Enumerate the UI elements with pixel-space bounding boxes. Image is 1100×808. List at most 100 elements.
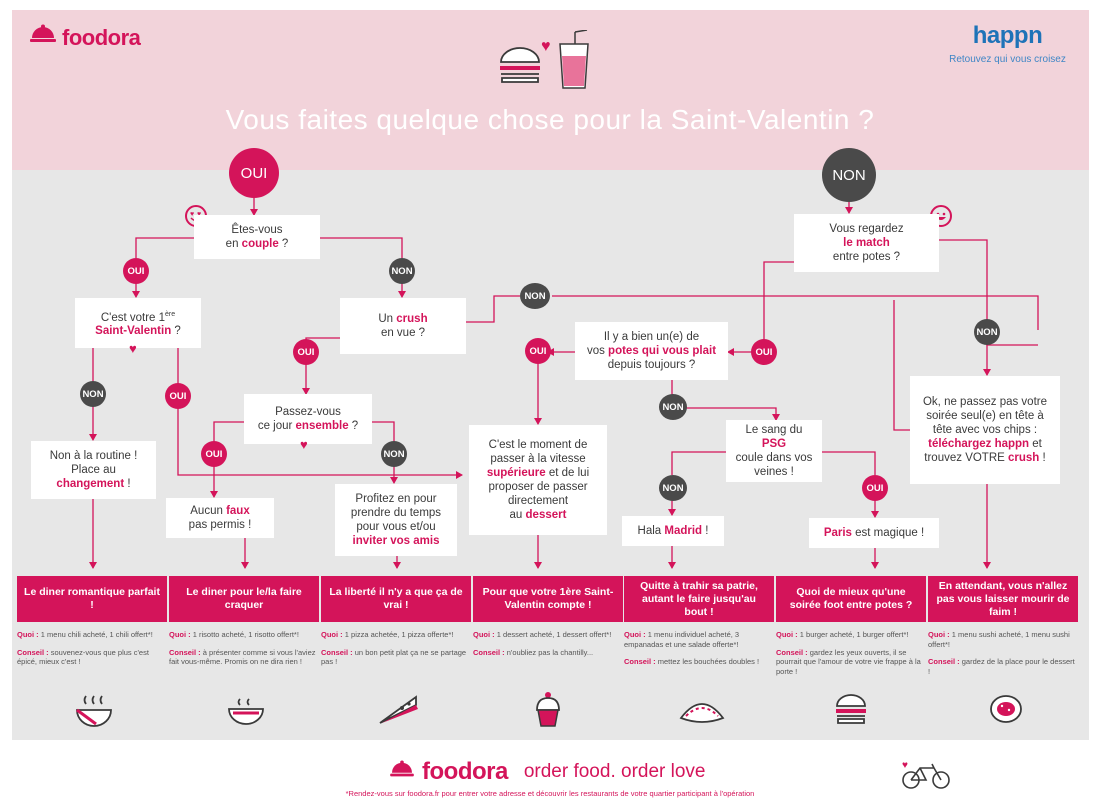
text: ? — [348, 420, 359, 432]
text: C'est le moment de passer à la vitesse — [488, 439, 588, 465]
text: téléchargez happn — [928, 438, 1030, 450]
text: Non à la routine ! Place au — [49, 450, 138, 476]
answer-card: Le diner romantique parfait ! — [17, 576, 167, 622]
heart-icon: ♥ — [541, 38, 551, 55]
quoi-label: Quoi : — [624, 630, 646, 639]
outcome-paris: Paris est magique ! — [809, 518, 939, 548]
drink-icon — [557, 29, 591, 95]
quoi-line: Quoi : 1 risotto acheté, 1 risotto offer… — [169, 630, 319, 640]
conseil-text: mettez les bouchées doubles ! — [657, 657, 760, 666]
oui-badge: OUI — [525, 338, 551, 364]
text: Passez-vous — [275, 406, 341, 418]
text: coule dans vos veines ! — [735, 452, 813, 478]
conseil-text: gardez de la place pour le dessert ! — [928, 657, 1075, 676]
conseil-text: gardez les yeux ouverts, il se pourrait … — [776, 647, 921, 676]
quoi-label: Quoi : — [321, 630, 343, 639]
quoi-line: Quoi : 1 burger acheté, 1 burger offert*… — [776, 630, 926, 640]
empanada-icon — [678, 696, 726, 731]
bowl-icon — [227, 697, 265, 732]
cupcake-icon — [534, 690, 562, 733]
answer-detail: Quoi : 1 risotto acheté, 1 risotto offer… — [169, 630, 319, 675]
root-oui-badge: OUI — [229, 148, 279, 198]
text: ? — [278, 238, 289, 250]
answer-card: Quoi de mieux qu'une soirée foot entre p… — [776, 576, 926, 622]
text: Aucun — [190, 505, 227, 517]
sushi-icon — [988, 693, 1024, 730]
text: et trouvez VOTRE — [924, 438, 1042, 464]
text: ! — [1039, 452, 1046, 464]
quoi-line: Quoi : 1 menu individuel acheté, 3 empan… — [624, 630, 774, 649]
conseil-label: Conseil : — [624, 657, 656, 666]
oui-badge: OUI — [751, 339, 777, 365]
text: Saint-Valentin — [95, 325, 172, 338]
conseil-text: à présenter comme si vous l'aviez fait v… — [169, 647, 316, 667]
answer-detail: Quoi : 1 pizza achetée, 1 pizza offerte*… — [321, 630, 471, 675]
text: au — [509, 509, 526, 521]
answer-card: Quitte à trahir sa patrie, autant le fai… — [624, 576, 774, 622]
oui-badge: OUI — [293, 339, 319, 365]
text: en vue ? — [380, 327, 426, 339]
conseil-text: n'oubliez pas la chantilly... — [506, 647, 594, 657]
quoi-text: 1 pizza achetée, 1 pizza offerte*! — [344, 630, 454, 639]
outcome-faux-pas: Aucun faux pas permis ! — [166, 498, 274, 538]
text: vos — [586, 345, 609, 357]
text: changement — [56, 478, 125, 490]
answer-card: Pour que votre 1ère Saint-Valentin compt… — [473, 576, 623, 622]
text: Paris — [823, 527, 852, 539]
answer-detail: Quoi : 1 menu individuel acheté, 3 empan… — [624, 630, 774, 675]
text: PSG — [761, 438, 787, 450]
root-non-badge: NON — [822, 148, 876, 202]
quoi-text: 1 menu sushi acheté, 1 menu sushi offert… — [928, 630, 1070, 649]
header-band — [12, 10, 1089, 170]
conseil-label: Conseil : — [321, 647, 353, 657]
answer-card: La liberté il n'y a que ça de vrai ! — [321, 576, 471, 622]
text: Êtes-vous — [231, 224, 283, 236]
heart-icon: ♥ — [300, 437, 308, 452]
question-together: Passez-vous ce jour ensemble ? — [244, 394, 372, 444]
text: couple — [241, 238, 279, 250]
foodora-cloche-icon — [390, 759, 414, 785]
conseil-line: Conseil : gardez de la place pour le des… — [928, 657, 1078, 676]
quoi-label: Quoi : — [17, 630, 39, 639]
text: inviter vos amis — [352, 535, 440, 547]
quoi-text: 1 menu chili acheté, 1 chili offert*! — [40, 630, 153, 639]
answer-title: Quoi de mieux qu'une soirée foot entre p… — [789, 586, 913, 611]
pizza-slice-icon — [376, 693, 420, 732]
quoi-line: Quoi : 1 menu sushi acheté, 1 menu sushi… — [928, 630, 1078, 649]
text: Il y a bien un(e) de — [603, 331, 700, 343]
text: Hala — [637, 525, 665, 537]
non-badge: NON — [974, 319, 1000, 345]
oui-badge: OUI — [201, 441, 227, 467]
outcome-profitez: Profitez en pour prendre du temps pour v… — [335, 484, 457, 556]
outcome-madrid: Hala Madrid ! — [622, 516, 724, 546]
non-badge: NON — [381, 441, 407, 467]
burger-icon — [834, 692, 868, 731]
answer-title: En attendant, vous n'allez pas vous lais… — [936, 579, 1070, 618]
conseil-line: Conseil : un bon petit plat ça ne se par… — [321, 648, 471, 667]
text: potes qui vous plait — [608, 345, 717, 357]
foodora-cloche-icon — [30, 24, 56, 51]
answer-title: Le diner romantique parfait ! — [24, 586, 160, 611]
answer-detail: Quoi : 1 burger acheté, 1 burger offert*… — [776, 630, 926, 684]
heart-icon: ♥ — [129, 341, 137, 356]
oui-badge: OUI — [862, 475, 888, 501]
text: dessert — [525, 509, 567, 521]
conseil-text: un bon petit plat ça ne se partage pas ! — [321, 647, 467, 667]
conseil-label: Conseil : — [473, 647, 505, 657]
answer-title: Quitte à trahir sa patrie, autant le fai… — [640, 579, 758, 618]
question-friend: Il y a bien un(e) de vos potes qui vous … — [575, 322, 728, 380]
text: depuis toujours ? — [607, 359, 696, 371]
footnote: *Rendez-vous sur foodora.fr pour entrer … — [345, 789, 755, 798]
quoi-line: Quoi : 1 dessert acheté, 1 dessert offer… — [473, 630, 623, 640]
question-psg: Le sang du PSG coule dans vos veines ! — [726, 420, 822, 482]
quoi-label: Quoi : — [473, 630, 495, 639]
quoi-text: 1 menu individuel acheté, 3 empanadas et… — [624, 630, 740, 649]
answer-title: Pour que votre 1ère Saint-Valentin compt… — [482, 586, 614, 611]
bicycle-icon: ♥ — [898, 758, 954, 795]
outcome-moment: C'est le moment de passer à la vitesse s… — [469, 425, 607, 535]
text: Le sang du — [745, 424, 803, 436]
svg-text:♥: ♥ — [902, 760, 908, 771]
conseil-label: Conseil : — [776, 647, 808, 657]
footer-logo: foodora order food. order love — [390, 758, 706, 786]
conseil-line: Conseil : souvenez-vous que plus c'est é… — [17, 648, 167, 667]
